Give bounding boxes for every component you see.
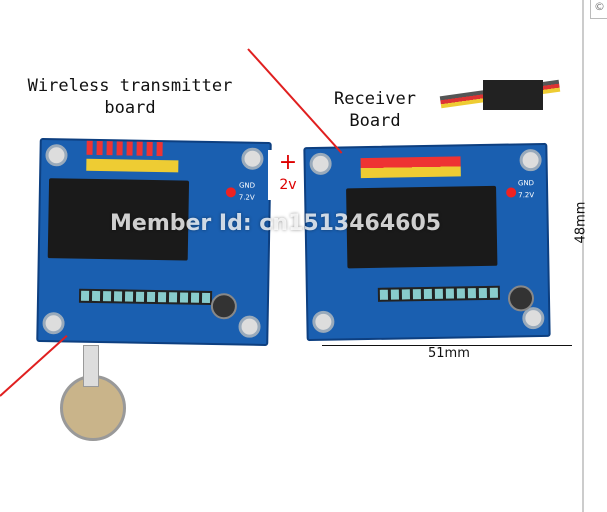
mount-hole [42,312,65,335]
voltage-note-box: + 2v [268,150,308,200]
power-led [225,187,236,198]
pin-header [360,156,461,179]
potentiometer-shaft [83,345,99,387]
servo-connector [483,80,543,110]
volt-label: 7.2V [518,191,535,200]
title-line: Wireless transmitter [27,76,233,96]
transmitter-board: GND 7.2V [36,137,272,347]
io-header [78,288,213,306]
gnd-label: GND [517,179,535,188]
mount-hole [238,315,261,338]
plus-sign: + [278,150,298,175]
voltage-note: 2v [279,177,297,193]
receiver-title: Receiver Board [320,88,430,132]
width-dimension-line [322,345,572,346]
mount-hole [519,148,542,172]
watermark: Member Id: cn1513464605 [110,211,442,236]
mount-hole [45,144,68,167]
scrollbar-divider [582,0,584,512]
title-line: Receiver [334,89,416,109]
transmitter-title: Wireless transmitter board [15,75,245,119]
width-dimension: 51mm [428,346,470,361]
corner-icon[interactable]: © [590,0,607,19]
title-line: Board [349,111,401,131]
receiver-board: GND 7.2V [303,142,551,342]
mount-hole [312,310,335,334]
mount-hole [309,152,332,176]
capacitor [210,293,238,320]
potentiometer [60,375,126,441]
height-dimension: 48mm [573,201,589,244]
pin-header [86,140,163,157]
yellow-header [86,158,179,173]
volt-label: 7.2V [238,193,255,202]
mount-hole [241,147,264,170]
arrow [0,335,68,397]
title-line: board [104,98,156,118]
power-led [506,187,517,198]
gnd-label: GND [238,181,256,190]
io-header [377,285,501,302]
